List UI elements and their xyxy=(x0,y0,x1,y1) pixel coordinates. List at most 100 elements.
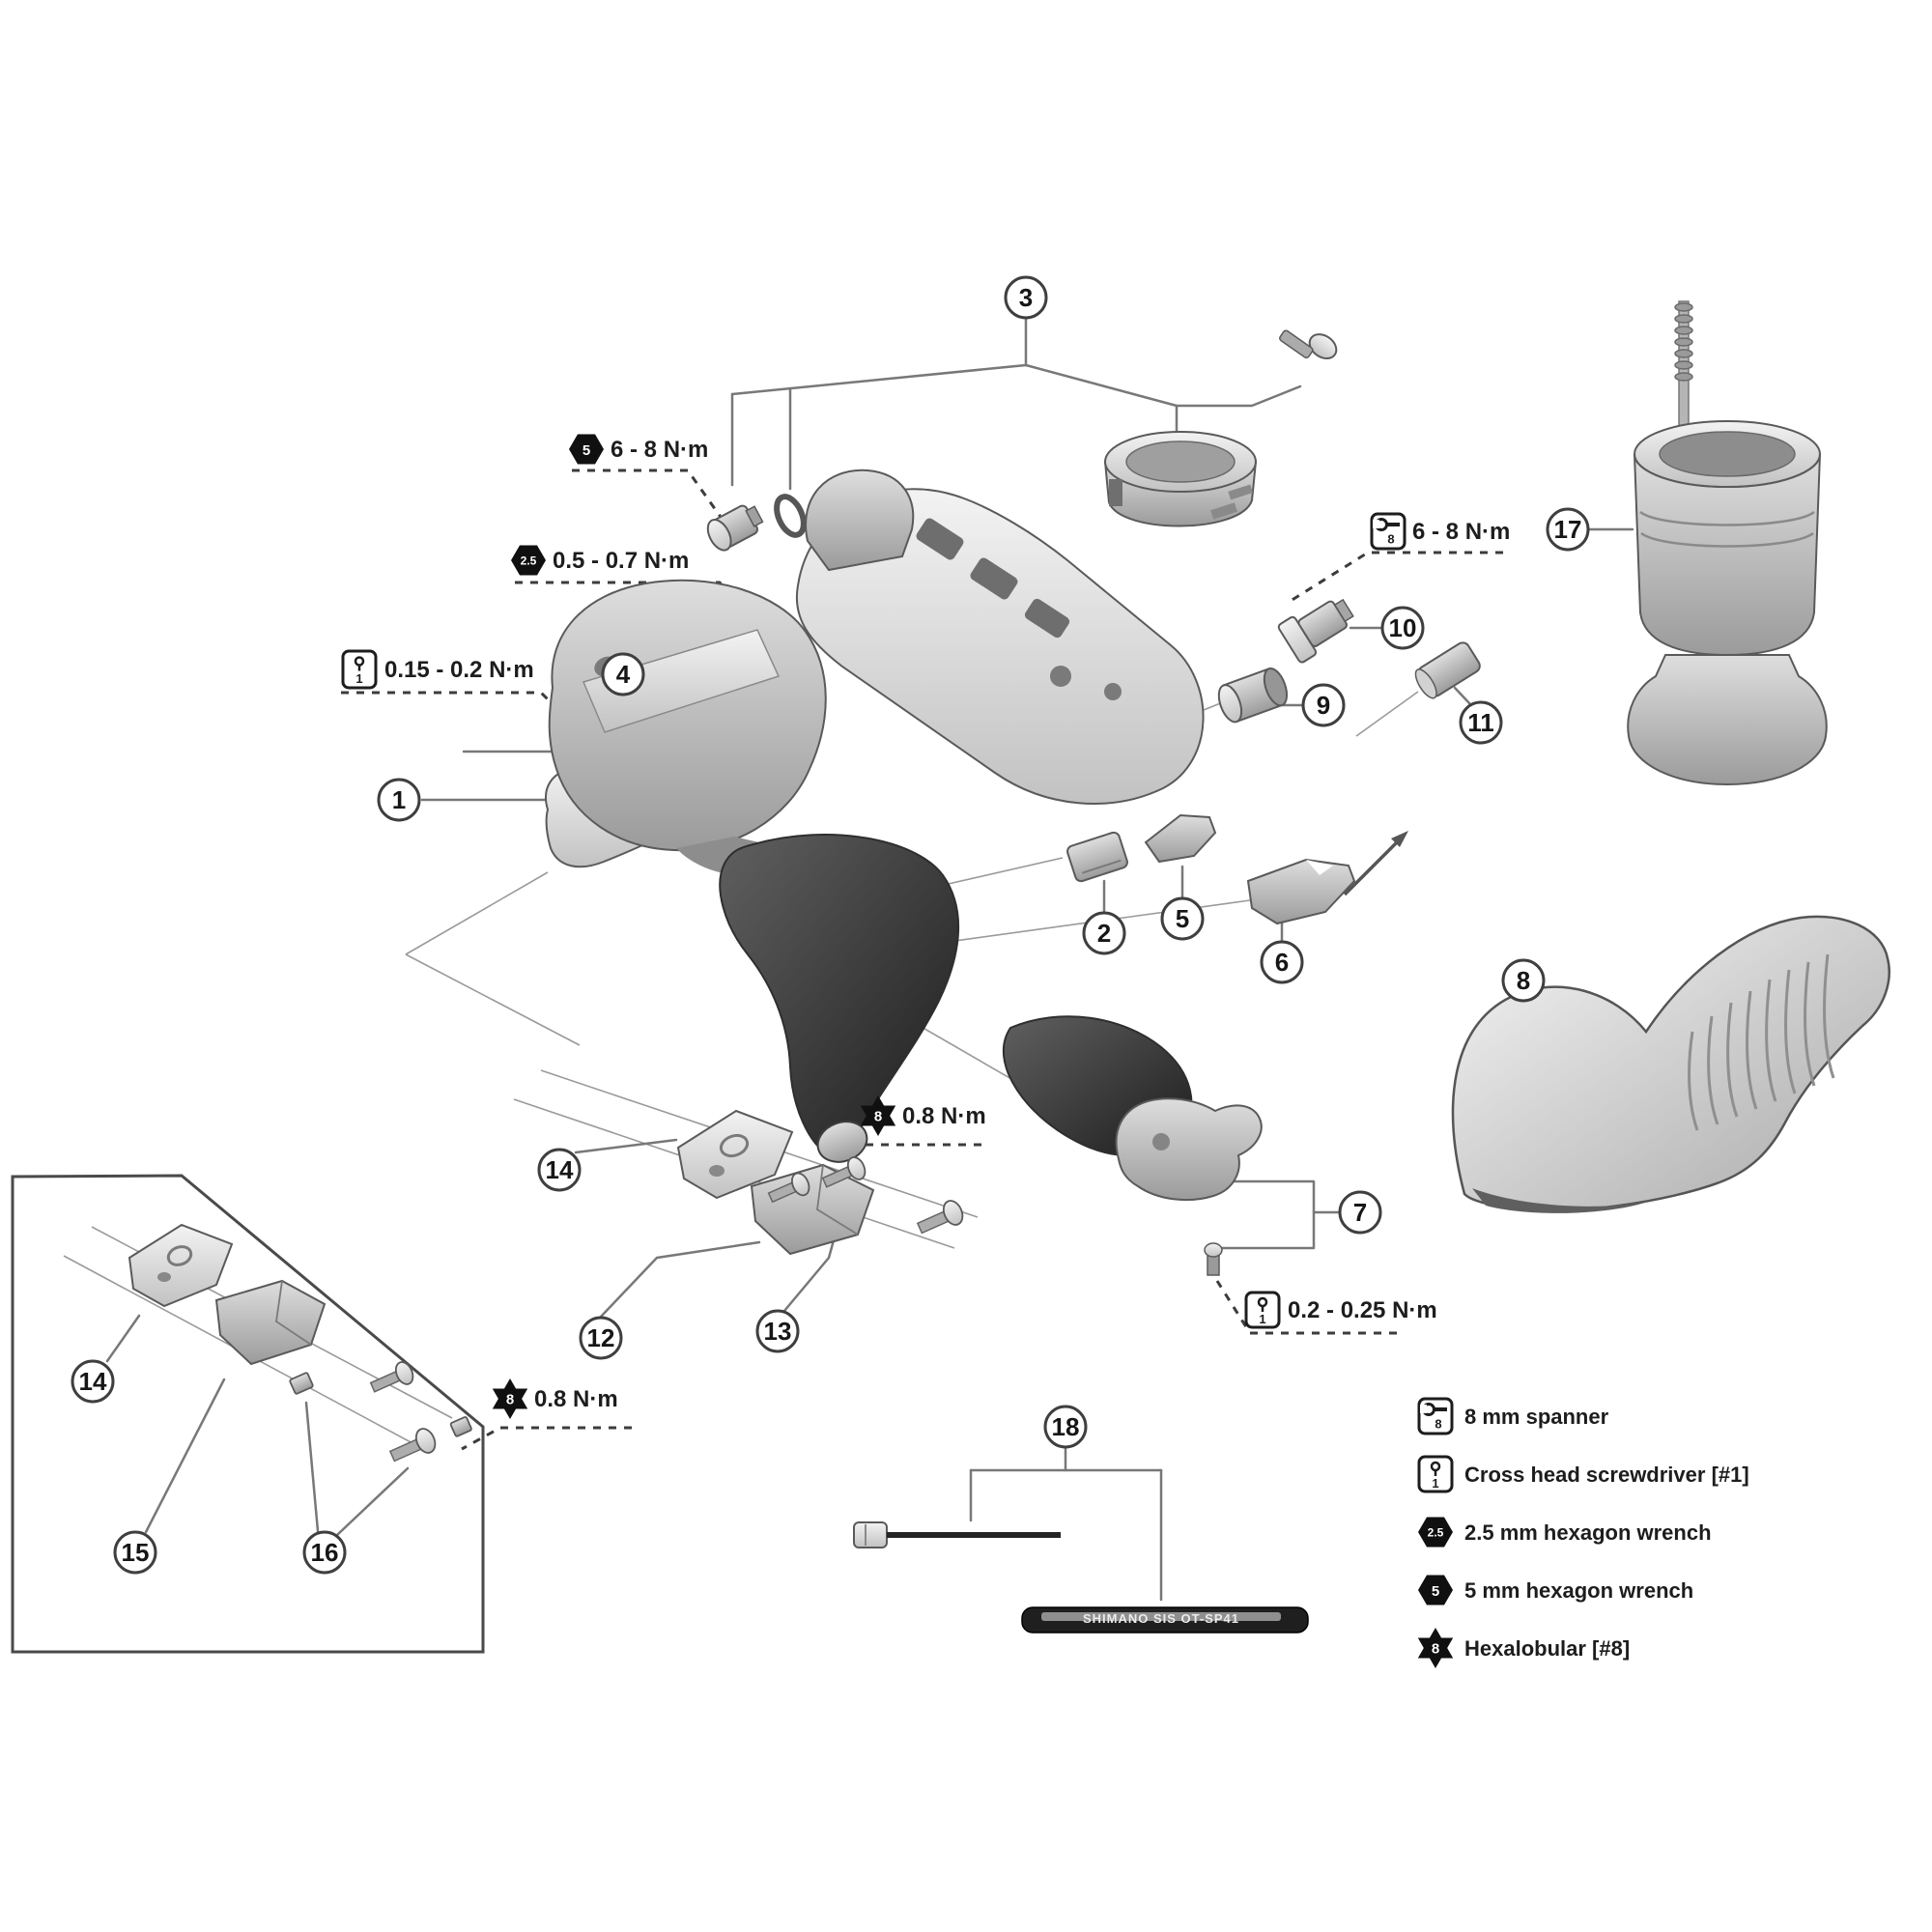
callout-14-mid: 14 xyxy=(537,1148,582,1192)
part-nut-inset-1 xyxy=(289,1372,314,1395)
callout-3: 3 xyxy=(1004,275,1048,320)
svg-text:9: 9 xyxy=(1317,691,1330,720)
svg-text:6 - 8 N·m: 6 - 8 N·m xyxy=(1412,519,1510,545)
part-outer-casing: SHIMANO SIS OT-SP41 xyxy=(1021,1606,1309,1634)
callout-5: 5 xyxy=(1160,896,1205,941)
legend-item-hex-25: 2.5 2.5 mm hexagon wrench xyxy=(1418,1517,1712,1548)
part-bracket-hood xyxy=(1451,915,1890,1213)
callout-15: 15 xyxy=(113,1530,157,1575)
part-washer-oring xyxy=(774,494,807,538)
part-lever-member xyxy=(1144,813,1217,864)
svg-text:2.5: 2.5 xyxy=(521,554,537,568)
svg-text:6 - 8 N·m: 6 - 8 N·m xyxy=(611,437,708,463)
callout-17: 17 xyxy=(1546,507,1590,552)
svg-text:2.5 mm hexagon wrench: 2.5 mm hexagon wrench xyxy=(1464,1520,1712,1545)
callout-18: 18 xyxy=(1043,1405,1088,1449)
part-screw-mid-3 xyxy=(916,1200,964,1235)
svg-text:18: 18 xyxy=(1052,1412,1080,1441)
part-clamp-band xyxy=(1103,431,1258,527)
svg-text:6: 6 xyxy=(1275,948,1289,977)
torque-label-cover-screw: 1 0.2 - 0.25 N·m xyxy=(1244,1291,1437,1329)
svg-text:8: 8 xyxy=(1517,966,1530,995)
svg-text:12: 12 xyxy=(587,1323,615,1352)
svg-text:5: 5 xyxy=(1176,904,1189,933)
part-screw-mid-1 xyxy=(767,1172,810,1204)
legend-item-hexalobular: 8 Hexalobular [#8] xyxy=(1417,1628,1630,1668)
part-main-lever-body xyxy=(548,469,1205,1163)
svg-text:16: 16 xyxy=(311,1538,339,1567)
svg-text:0.5 - 0.7 N·m: 0.5 - 0.7 N·m xyxy=(553,548,689,574)
torque-label-lever-screw: 1 0.15 - 0.2 N·m xyxy=(341,649,534,690)
part-inner-cable xyxy=(853,1521,1061,1548)
svg-text:14: 14 xyxy=(546,1155,574,1184)
svg-text:4: 4 xyxy=(616,660,631,689)
svg-text:8: 8 xyxy=(874,1109,882,1125)
inset-box xyxy=(11,1174,485,1654)
callout-9: 9 xyxy=(1301,683,1346,727)
svg-text:2.5: 2.5 xyxy=(1428,1526,1444,1540)
casing-print-text: SHIMANO SIS OT-SP41 xyxy=(1083,1611,1239,1626)
torque-labels: 5 6 - 8 N·m 2.5 0.5 - 0.7 N·m 1 0.15 - 0… xyxy=(341,434,1510,1419)
svg-text:1: 1 xyxy=(1432,1476,1438,1491)
svg-text:13: 13 xyxy=(764,1317,792,1346)
callout-balloons: 1 2 3 4 5 6 7 8 9 10 11 12 13 14 14 15 1… xyxy=(71,275,1590,1575)
hexagon-wrench-icon xyxy=(511,545,546,576)
legend-item-hex-5: 5 5 mm hexagon wrench xyxy=(1418,1575,1693,1605)
part-end-cap xyxy=(1414,641,1481,699)
part-cable-adjust-bolt xyxy=(1277,598,1354,664)
svg-text:7: 7 xyxy=(1353,1198,1367,1227)
svg-text:0.2 - 0.25 N·m: 0.2 - 0.25 N·m xyxy=(1288,1297,1437,1323)
direction-arrow-icon xyxy=(1391,831,1408,847)
svg-text:5: 5 xyxy=(582,442,590,459)
hood-ribs xyxy=(1688,953,1835,1131)
hexagon-wrench-icon xyxy=(569,434,604,465)
part-name-plate xyxy=(1066,831,1128,883)
callout-7: 7 xyxy=(1338,1190,1382,1235)
svg-text:Cross head screwdriver [#1]: Cross head screwdriver [#1] xyxy=(1464,1463,1749,1487)
part-spacer-cylinder xyxy=(1217,668,1289,724)
callout-1: 1 xyxy=(377,778,421,822)
callout-10: 10 xyxy=(1380,606,1425,650)
svg-text:11: 11 xyxy=(1467,708,1494,737)
svg-text:1: 1 xyxy=(1259,1312,1265,1326)
callout-6: 6 xyxy=(1260,940,1304,984)
callout-4: 4 xyxy=(601,652,645,696)
svg-text:8: 8 xyxy=(506,1392,514,1408)
svg-text:0.8 N·m: 0.8 N·m xyxy=(534,1386,618,1412)
callout-11: 11 xyxy=(1459,700,1503,745)
part-nut-inset-2 xyxy=(449,1416,472,1437)
svg-text:14: 14 xyxy=(79,1367,107,1396)
part-shifter-unit-inset xyxy=(214,1279,327,1366)
legend-item-screwdriver: 1 Cross head screwdriver [#1] xyxy=(1417,1455,1749,1493)
torque-label-inset-screws: 8 0.8 N·m xyxy=(492,1378,618,1419)
svg-text:2: 2 xyxy=(1097,919,1111,948)
hexagon-wrench-icon xyxy=(1418,1517,1453,1548)
part-screw-mid-2 xyxy=(821,1156,867,1188)
callout-12: 12 xyxy=(579,1316,623,1360)
callout-13: 13 xyxy=(755,1309,800,1353)
svg-text:1: 1 xyxy=(355,671,362,686)
tool-legend: 8 8 mm spanner 1 Cross head screwdriver … xyxy=(1417,1397,1749,1668)
legend-item-spanner: 8 8 mm spanner xyxy=(1417,1397,1609,1435)
svg-text:5: 5 xyxy=(1432,1583,1439,1600)
part-band-screw xyxy=(1279,329,1338,360)
torque-label-clamp-bolt: 5 6 - 8 N·m xyxy=(569,434,708,465)
part-cover-plate xyxy=(1246,831,1408,925)
callout-8: 8 xyxy=(1501,958,1546,1003)
part-mount-plate-inset xyxy=(128,1223,234,1308)
svg-text:15: 15 xyxy=(122,1538,150,1567)
part-mount-plate-mid xyxy=(676,1109,794,1200)
callout-16: 16 xyxy=(302,1530,347,1575)
svg-text:8 mm spanner: 8 mm spanner xyxy=(1464,1405,1609,1429)
parts-artwork: SHIMANO SIS OT-SP41 xyxy=(128,300,1890,1634)
svg-text:1: 1 xyxy=(392,785,406,814)
part-bracket-cover xyxy=(1115,1097,1263,1202)
hexagon-wrench-icon xyxy=(1418,1575,1453,1605)
svg-text:8: 8 xyxy=(1387,532,1394,547)
callout-2: 2 xyxy=(1082,911,1126,955)
torque-label-mid-screws: 8 0.8 N·m xyxy=(860,1095,986,1136)
svg-text:3: 3 xyxy=(1019,283,1033,312)
torque-label-cable-bolt: 8 6 - 8 N·m xyxy=(1370,512,1510,551)
